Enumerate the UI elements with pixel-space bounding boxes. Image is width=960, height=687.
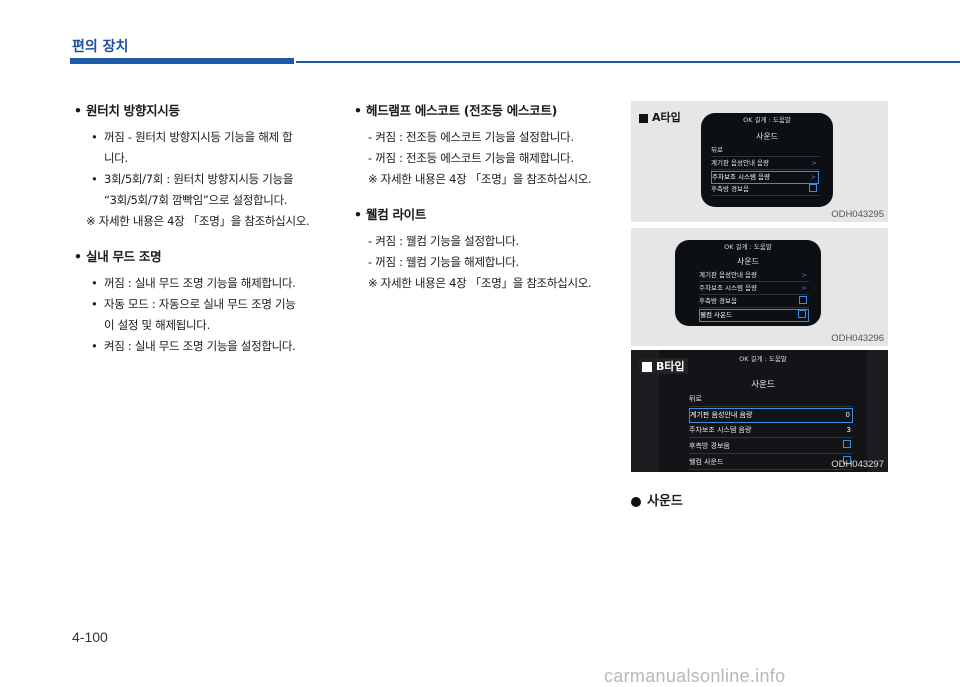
- list-item: •3회/5회/7회 : 원터치 방향지시등 기능을: [91, 172, 294, 186]
- section-title-one-touch-signal: 원터치 방향지시등: [74, 100, 338, 121]
- menu-row: 주차보조 시스템 음량>: [699, 283, 809, 295]
- list-item: •꺼짐 - 원터치 방향지시등 기능을 해제 합: [91, 130, 293, 144]
- menu-row: 계기판 음성안내 음량>: [699, 270, 809, 282]
- image-code: ODH043296: [831, 333, 884, 344]
- type-b-label: B타입: [639, 358, 688, 374]
- menu-title: 사운드: [755, 132, 779, 141]
- reference-note: ※ 자세한 내용은 4장 「조명」을 참조하십시오.: [368, 172, 592, 186]
- text-line: - 꺼짐 : 웰컴 기능을 해제합니다.: [368, 255, 519, 269]
- type-a-label: A타입: [639, 109, 681, 125]
- watermark: carmanualsonline.info: [604, 666, 786, 686]
- header-rule: [296, 61, 960, 63]
- sound-section-title: 사운드: [631, 490, 683, 509]
- cluster-screen: OK 길게 : 도움말 사운드 뒤로 계기판 음성안내 음량> 주차보조 시스템…: [701, 113, 833, 207]
- menu-row: 후측방 경보음: [699, 296, 809, 308]
- menu-row: 후측방 경보음: [689, 440, 853, 454]
- menu-title: 사운드: [751, 380, 775, 390]
- list-item-cont: 니다.: [104, 151, 128, 165]
- cluster-screenshot-type-a: OK 길게 : 도움말 사운드 뒤로 계기판 음성안내 음량> 주차보조 시스템…: [631, 101, 888, 222]
- menu-row: 계기판 음성안내 음량>: [711, 158, 819, 170]
- list-item-cont: 이 설정 및 해제됩니다.: [104, 318, 210, 332]
- list-item: •켜짐 : 실내 무드 조명 기능을 설정합니다.: [91, 339, 296, 353]
- menu-row: 후측방 경보음: [711, 184, 819, 196]
- menu-title: 사운드: [736, 257, 760, 266]
- help-hint: OK 길게 : 도움말: [743, 116, 791, 124]
- text-line: - 켜짐 : 웰컴 기능을 설정합니다.: [368, 234, 519, 248]
- list-item: •꺼짐 : 실내 무드 조명 기능을 해제합니다.: [91, 276, 296, 290]
- chapter-title: 편의 장치: [72, 39, 129, 55]
- left-column: 원터치 방향지시등 •꺼짐 - 원터치 방향지시등 기능을 해제 합 니다. •…: [74, 100, 338, 357]
- menu-row: 웰컴 사운드: [689, 456, 853, 470]
- image-code: ODH043295: [831, 209, 884, 220]
- text-line: - 꺼짐 : 전조등 에스코트 기능을 해제합니다.: [368, 151, 574, 165]
- section-title-headlamp-escort: 헤드램프 에스코트 (전조등 에스코트): [354, 100, 624, 121]
- list-item: •자동 모드 : 자동으로 실내 무드 조명 기능: [91, 297, 296, 311]
- list-item-cont: “3회/5회/7회 깜빡임”으로 설정합니다.: [104, 193, 288, 207]
- image-code: ODH043297: [831, 459, 884, 470]
- header-rule-accent: [70, 58, 294, 64]
- bullet-dot-icon: [631, 496, 641, 507]
- help-hint: OK 길게 : 도움말: [724, 243, 772, 251]
- menu-row-selected: 주차보조 시스템 음량>: [711, 171, 819, 184]
- middle-column: 헤드램프 에스코트 (전조등 에스코트) - 켜짐 : 전조등 에스코트 기능을…: [354, 100, 624, 294]
- cluster-screenshot-welcome: OK 길게 : 도움말 사운드 계기판 음성안내 음량> 주차보조 시스템 음량…: [631, 228, 888, 346]
- cluster-screen: OK 길게 : 도움말 사운드 계기판 음성안내 음량> 주차보조 시스템 음량…: [675, 240, 821, 326]
- text-line: - 켜짐 : 전조등 에스코트 기능을 설정합니다.: [368, 130, 574, 144]
- page-number: 4-100: [72, 629, 108, 645]
- menu-row: 뒤로: [711, 145, 819, 157]
- help-hint: OK 길게 : 도움말: [739, 355, 787, 363]
- section-title-welcome-light: 웰컴 라이트: [354, 204, 624, 225]
- menu-row: 뒤로: [689, 393, 853, 407]
- section-title-mood-light: 실내 무드 조명: [74, 246, 338, 267]
- reference-note: ※ 자세한 내용은 4장 「조명」을 참조하십시오.: [86, 214, 310, 228]
- menu-row-selected: 웰컴 사운드: [699, 309, 809, 322]
- reference-note: ※ 자세한 내용은 4장 「조명」을 참조하십시오.: [368, 276, 592, 290]
